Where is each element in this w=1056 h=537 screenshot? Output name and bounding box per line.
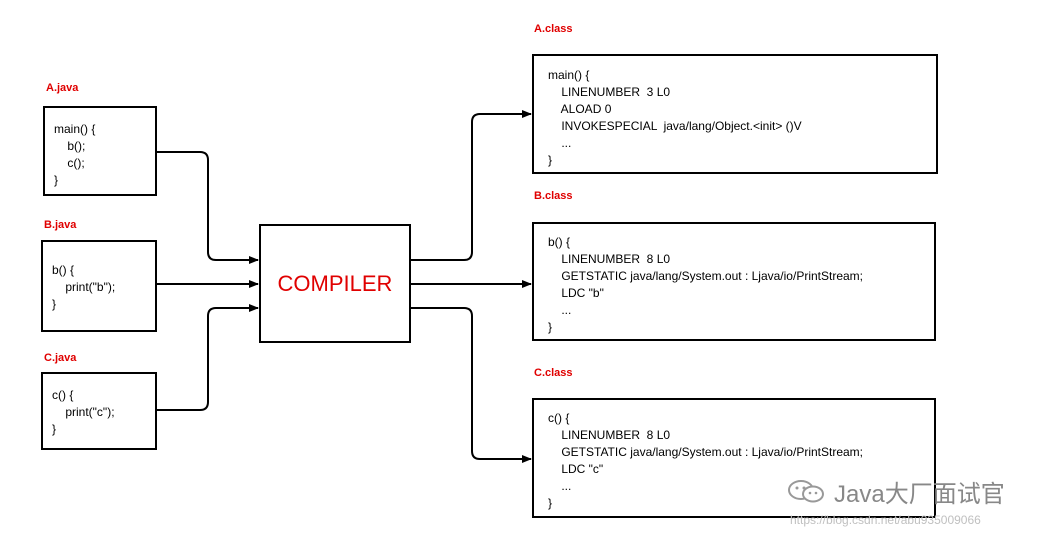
- arrow-compiler-to-c-class: [410, 307, 532, 463]
- a-java-code: main() { b(); c(); }: [54, 122, 96, 187]
- arrow-compiler-to-a-class: [410, 110, 532, 261]
- wechat-icon: [788, 480, 824, 503]
- a-java-label: A.java: [46, 82, 79, 94]
- a-class-label: A.class: [534, 23, 573, 35]
- c-class-box: c() { LINENUMBER 8 L0 GETSTATIC java/lan…: [532, 398, 936, 518]
- b-class-label: B.class: [534, 190, 573, 202]
- arrow-a-java-to-compiler: [157, 151, 259, 264]
- compiler-box: COMPILER: [259, 224, 411, 343]
- b-class-code: b() { LINENUMBER 8 L0 GETSTATIC java/lan…: [548, 235, 863, 334]
- a-java-box: main() { b(); c(); }: [43, 106, 157, 196]
- watermark-url: https://blog.csdn.net/abu935009066: [790, 513, 981, 527]
- c-java-box: c() { print("c"); }: [41, 372, 157, 450]
- c-java-code: c() { print("c"); }: [52, 388, 115, 436]
- b-java-code: b() { print("b"); }: [52, 263, 116, 311]
- a-class-box: main() { LINENUMBER 3 L0 ALOAD 0 INVOKES…: [532, 54, 938, 174]
- c-java-label: C.java: [44, 352, 77, 364]
- b-class-box: b() { LINENUMBER 8 L0 GETSTATIC java/lan…: [532, 222, 936, 341]
- watermark-text: Java大厂面试官: [834, 481, 1005, 508]
- a-class-code: main() { LINENUMBER 3 L0 ALOAD 0 INVOKES…: [548, 68, 802, 167]
- compiler-label: COMPILER: [277, 270, 393, 296]
- b-java-box: b() { print("b"); }: [41, 240, 157, 332]
- arrow-c-java-to-compiler: [157, 304, 259, 411]
- c-class-code: c() { LINENUMBER 8 L0 GETSTATIC java/lan…: [548, 411, 863, 510]
- c-class-label: C.class: [534, 367, 573, 379]
- b-java-label: B.java: [44, 219, 77, 231]
